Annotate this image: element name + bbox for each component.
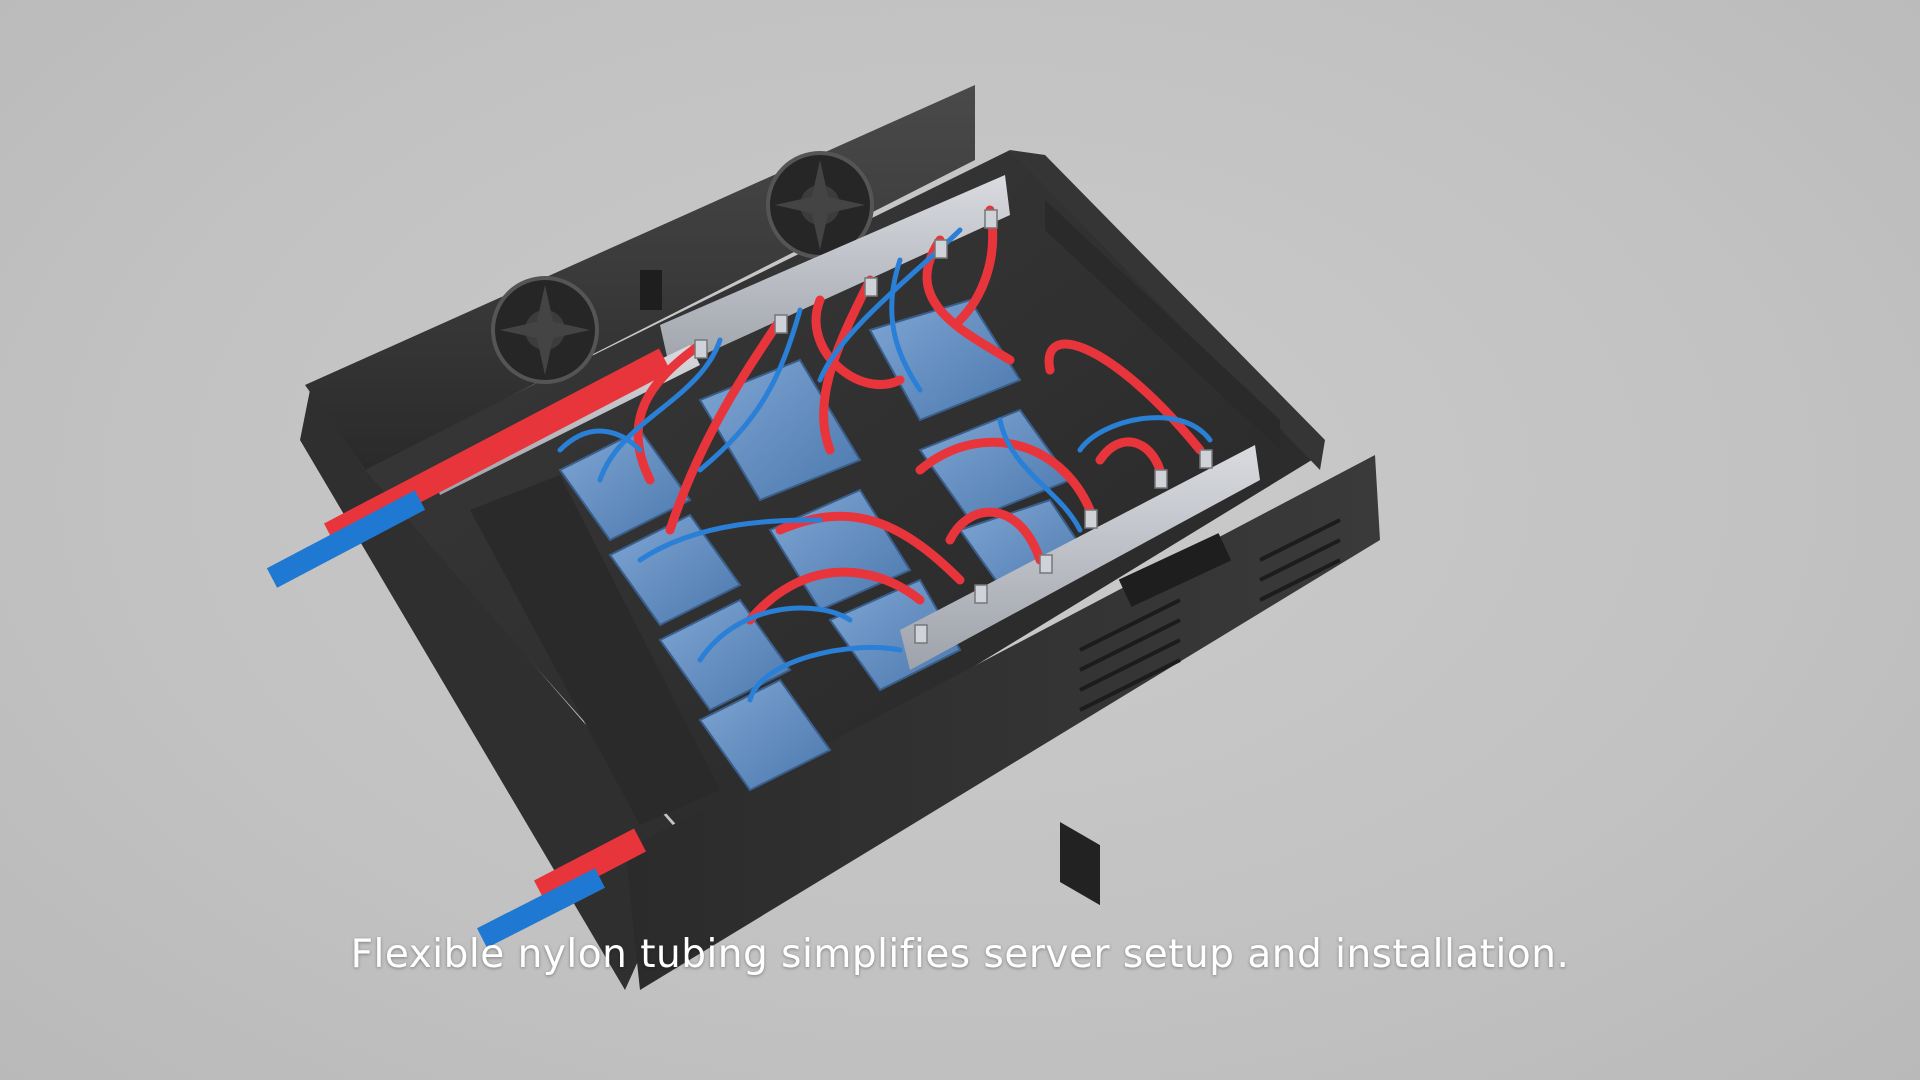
chassis-front-panel <box>625 455 1380 990</box>
manifold-back <box>660 175 1010 370</box>
front-vents <box>1079 518 1341 712</box>
hot-loops <box>633 205 1205 625</box>
psu-slots <box>1045 200 1280 450</box>
psu-ribs <box>1060 821 1100 906</box>
hot-main-tube-bottom <box>534 828 646 904</box>
cold-main-tube-top <box>266 490 426 588</box>
cold-plates <box>558 298 1092 792</box>
fittings <box>694 209 1213 644</box>
caption-text: Flexible nylon tubing simplifies server … <box>350 932 1570 977</box>
cold-main-tube-bottom <box>477 868 605 948</box>
connector-block <box>640 270 662 310</box>
manifold-front <box>900 445 1260 670</box>
inner-module <box>470 475 720 825</box>
front-handle <box>1118 533 1232 607</box>
chassis-left-wall <box>300 390 690 990</box>
cooling-fan-icon <box>766 151 874 259</box>
cooling-fan-icon <box>491 276 599 384</box>
main-tubes <box>266 348 672 948</box>
